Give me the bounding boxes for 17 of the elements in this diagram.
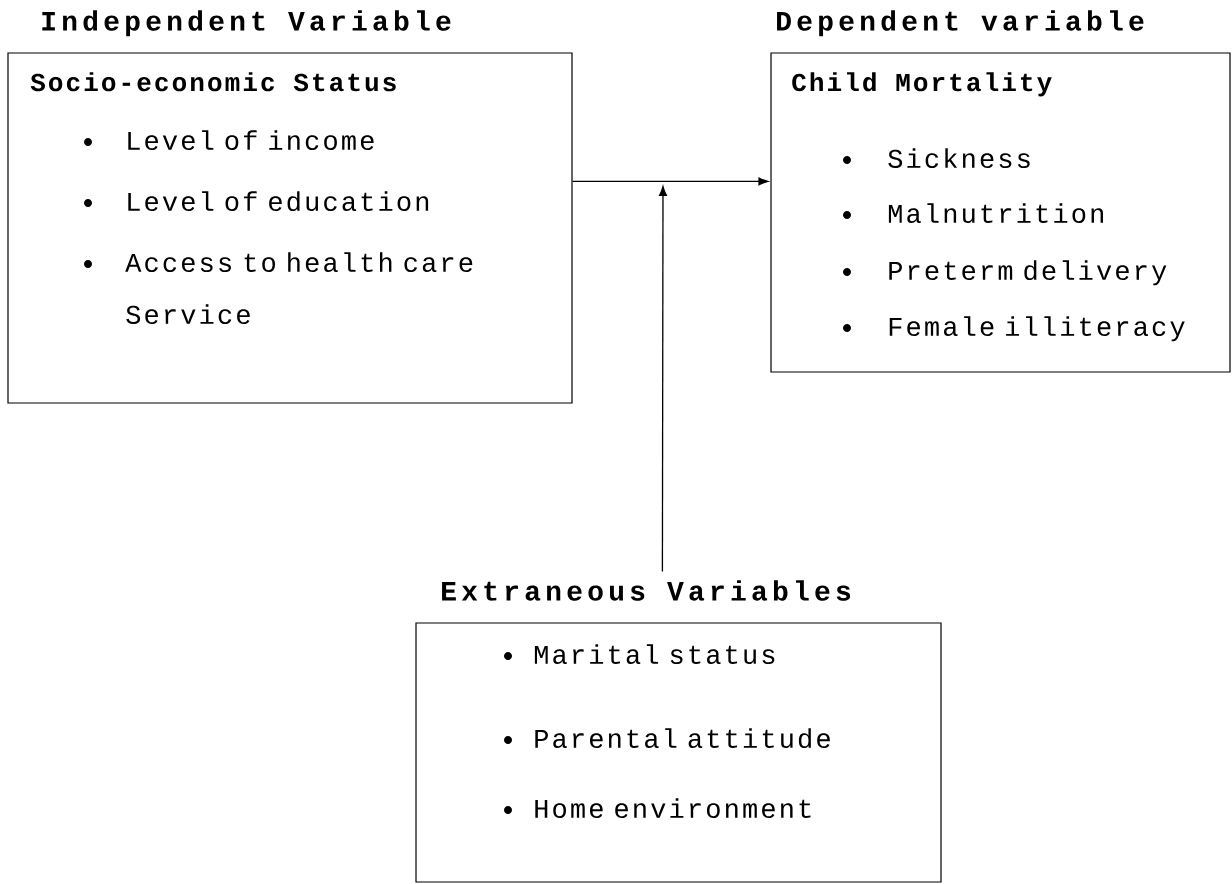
list-item: Female illiteracy <box>889 316 1185 342</box>
list-item: Preterm delivery <box>889 260 1167 286</box>
list-item: Parental attitude <box>535 728 830 749</box>
list-item: Level of education <box>128 191 429 212</box>
box-title: Socio-economic Status <box>30 72 396 92</box>
list-item: Access to health care Service <box>125 252 473 325</box>
heading: Independent Variable <box>42 10 451 37</box>
arrow <box>571 177 769 186</box>
heading: Extraneous Variables <box>442 580 851 601</box>
box-title: Child Mortality <box>792 72 1052 97</box>
list-item: Sickness <box>888 148 1030 168</box>
list-item: Marital status <box>534 644 775 665</box>
heading: Dependent variable <box>777 10 1144 37</box>
list-item: Malnutrition <box>888 203 1103 223</box>
list-item: Level of income <box>128 130 374 150</box>
arrow <box>658 186 667 573</box>
list-item: Home environment <box>535 798 811 819</box>
